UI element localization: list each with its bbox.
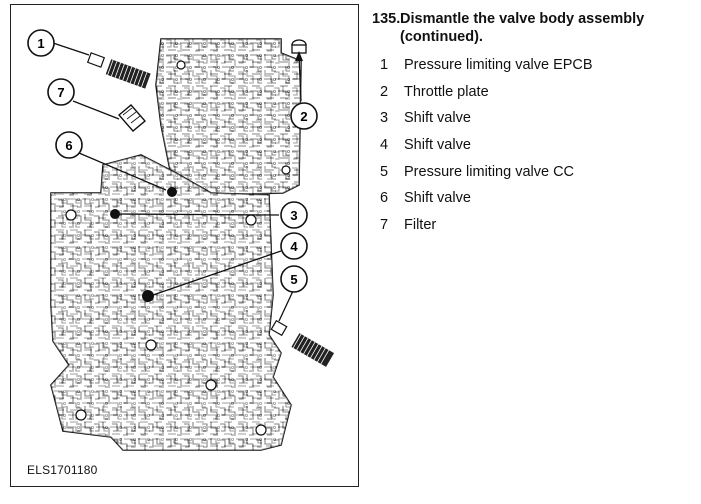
callout-label: 7 xyxy=(57,85,64,100)
callout-3: 3 xyxy=(280,201,308,229)
callout-1: 1 xyxy=(27,29,55,57)
callout-4: 4 xyxy=(280,232,308,260)
list-item: 3 Shift valve xyxy=(372,109,692,127)
callout-label: 3 xyxy=(290,208,297,223)
part-number: 5 xyxy=(380,163,389,180)
pressure-limiting-valve-cc-part xyxy=(270,319,335,367)
part-number: 2 xyxy=(380,83,389,100)
step-title: Dismantle the valve body assembly (conti… xyxy=(400,11,645,45)
part-label: Shift valve xyxy=(404,110,471,127)
part-label: Filter xyxy=(404,217,437,234)
callout-6: 6 xyxy=(55,131,83,159)
list-item: 6 Shift valve xyxy=(372,189,692,207)
part-label: Pressure limiting valve CC xyxy=(404,163,575,180)
valve-body-illustration: 1 7 2 6 3 4 5 xyxy=(27,29,335,451)
parts-list: 1 Pressure limiting valve EPCB 2 Throttl… xyxy=(372,56,692,234)
callout-5: 5 xyxy=(280,265,308,293)
callout-2: 2 xyxy=(290,102,318,130)
callout-label: 2 xyxy=(300,109,307,124)
callout-7: 7 xyxy=(47,78,75,106)
step-number: 135. xyxy=(372,11,401,27)
part-number: 4 xyxy=(380,137,389,154)
callout-label: 4 xyxy=(290,239,298,254)
part-number: 7 xyxy=(380,217,389,234)
list-item: 5 Pressure limiting valve CC xyxy=(372,163,692,181)
pressure-limiting-valve-epcb-part xyxy=(86,52,151,89)
part-label: Throttle plate xyxy=(404,83,489,100)
part-number: 3 xyxy=(380,110,389,127)
list-item: 2 Throttle plate xyxy=(372,83,692,101)
filter-part xyxy=(118,104,146,132)
part-number: 1 xyxy=(380,57,389,73)
throttle-plate-part xyxy=(291,39,307,54)
callout-label: 5 xyxy=(290,272,297,287)
callout-label: 1 xyxy=(37,36,44,51)
list-item: 1 Pressure limiting valve EPCB xyxy=(372,56,692,74)
list-item: 7 Filter xyxy=(372,216,692,234)
figure-id: ELS1701180 xyxy=(27,463,98,477)
part-number: 6 xyxy=(380,190,389,207)
exploded-view-figure: 1 7 2 6 3 4 5 xyxy=(10,4,359,487)
callout-label: 6 xyxy=(65,138,72,153)
part-label: Shift valve xyxy=(404,137,471,154)
procedure-step: 135. Dismantle the valve body assembly (… xyxy=(372,10,692,243)
part-label: Pressure limiting valve EPCB xyxy=(404,57,593,73)
list-item: 4 Shift valve xyxy=(372,136,692,154)
part-label: Shift valve xyxy=(404,190,471,207)
step-heading: 135. Dismantle the valve body assembly (… xyxy=(372,10,692,46)
